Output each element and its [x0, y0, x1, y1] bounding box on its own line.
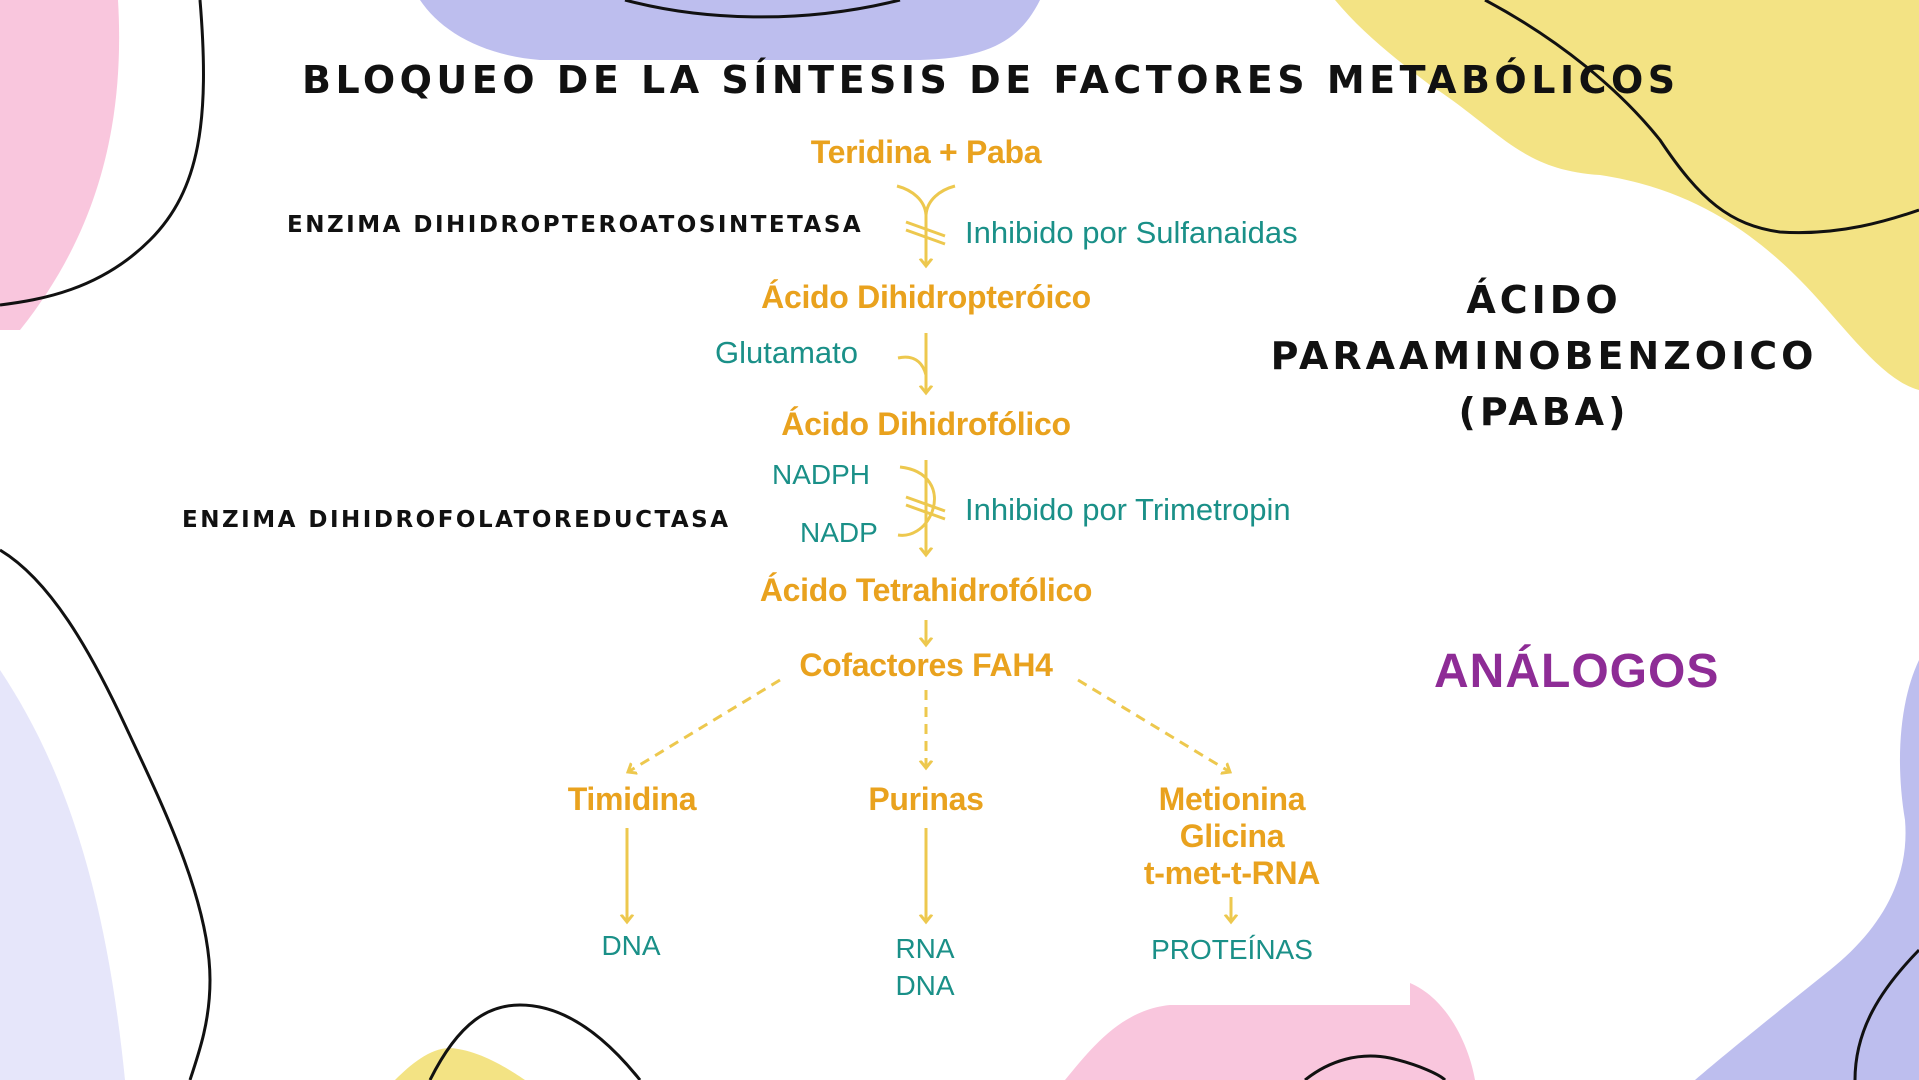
node-acido-dihidropteroico: Ácido Dihidropteróico [761, 279, 1091, 315]
node-metionina-group: Metionina Glicina t-met-t-RNA [1143, 781, 1321, 892]
product-proteinas: PROTEÍNAS [1151, 934, 1313, 965]
node-cofactores-fah4: Cofactores FAH4 [799, 647, 1053, 683]
outline-curve-top-right [1484, 0, 1919, 235]
dashed-branches [628, 678, 1230, 772]
paba-label: ÁCIDO PARAAMINOBENZOICO (PABA) [1271, 272, 1818, 440]
pink-blob-top-left [0, 0, 120, 330]
paba-line-2: PARAAMINOBENZOICO [1270, 334, 1818, 378]
outline-curve-bottom [428, 1003, 642, 1080]
outline-curve-right [1853, 948, 1919, 1080]
enzyme-label-dihidropteroatosintetasa: ENZIMA DIHIDROPTEROATOSINTETASA [287, 212, 864, 238]
product-dna-2: DNA [895, 970, 955, 1001]
inhibition-mark-2 [905, 495, 946, 521]
outline-curve-left [0, 548, 212, 1080]
annotation-inhibido-sulfanaidas: Inhibido por Sulfanaidas [965, 215, 1298, 250]
annotation-nadp: NADP [800, 517, 878, 548]
slide-title: BLOQUEO DE LA SÍNTESIS DE FACTORES METAB… [302, 58, 1680, 102]
node-acido-dihidrofolico: Ácido Dihidrofólico [781, 406, 1071, 442]
product-dna: DNA [601, 930, 661, 961]
arrow-step-2 [897, 333, 926, 393]
annotation-glutamato: Glutamato [715, 335, 859, 370]
node-timidina: Timidina [567, 781, 697, 817]
yellow-blob-bottom [395, 1048, 525, 1080]
outline-curve-top [624, 0, 901, 19]
node-metionina: Metionina [1158, 781, 1306, 817]
enzyme-label-dihidrofolatoreductasa: ENZIMA DIHIDROFOLATOREDUCTASA [182, 507, 731, 533]
outline-curve-top-left [0, 0, 205, 307]
arrow-step-3 [897, 460, 946, 555]
node-purinas: Purinas [868, 781, 984, 817]
lavender-blob-top [420, 0, 1040, 60]
node-teridina-paba: Teridina + Paba [810, 134, 1042, 170]
analogos-label: ANÁLOGOS [1434, 645, 1720, 698]
annotation-nadph: NADPH [772, 459, 871, 490]
node-glicina: Glicina [1179, 818, 1285, 854]
node-acido-tetrahidrofolico: Ácido Tetrahidrofólico [759, 572, 1093, 608]
outline-curve-bottom-right [1304, 1054, 1447, 1080]
paba-line-1: ÁCIDO [1466, 278, 1622, 322]
node-t-met-t-rna: t-met-t-RNA [1143, 855, 1321, 891]
yellow-blob-top-right [1335, 0, 1919, 390]
annotation-inhibido-trimetropin: Inhibido por Trimetropin [965, 492, 1291, 527]
inhibition-mark-1 [905, 220, 946, 246]
merge-arrow-step-1 [896, 184, 956, 266]
product-rna: RNA [895, 933, 955, 964]
paba-line-3: (PABA) [1458, 390, 1630, 434]
light-lavender-blob-left [0, 670, 125, 1080]
lavender-blob-right [1695, 660, 1919, 1080]
product-rna-dna: RNA DNA [895, 930, 954, 1004]
